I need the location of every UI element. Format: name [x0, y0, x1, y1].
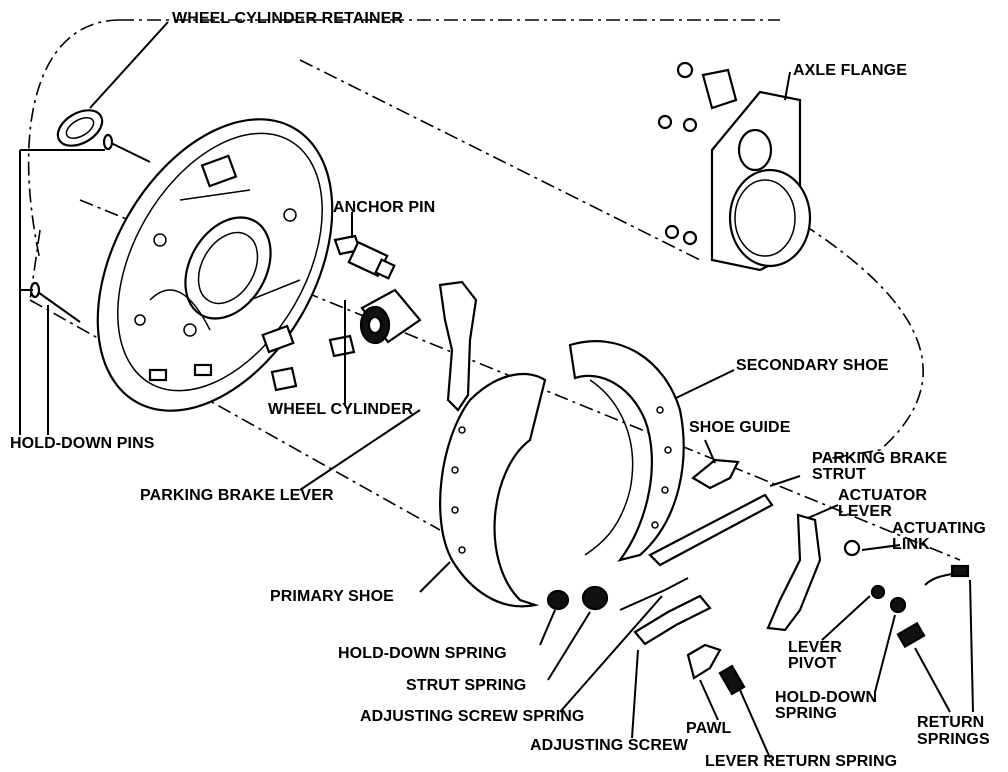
parking-brake-strut-part: [648, 493, 774, 567]
envelope-lower-line: [29, 299, 441, 531]
backing-plate-part: [96, 118, 334, 412]
label-lever-pivot-line2: PIVOT: [788, 655, 837, 672]
actuating-link-part: [843, 539, 861, 557]
label-lever-return-spring: LEVER RETURN SPRING: [705, 753, 898, 770]
label-wheel-cylinder: WHEEL CYLINDER: [268, 401, 414, 418]
hold-down-pins-part: [29, 133, 151, 323]
parking-brake-lever-part: [438, 280, 478, 412]
label-shoe-guide: SHOE GUIDE: [689, 419, 791, 436]
anchor-pin-part: [333, 234, 396, 280]
label-pawl: PAWL: [686, 720, 732, 737]
bolt-part-2: [270, 366, 298, 392]
strut-spring-part: [581, 585, 609, 611]
primary-shoe-part: [439, 372, 547, 608]
bolt-part: [328, 334, 356, 358]
label-hold-down-spring-right-line2: SPRING: [775, 705, 837, 722]
hold-down-spring-left-part: [546, 589, 570, 611]
label-actuating-link-line2: LINK: [892, 536, 930, 553]
adjusting-screw-part: [633, 594, 712, 646]
axle-flange-part: [657, 61, 812, 272]
hold-down-spring-right-part: [889, 596, 907, 614]
adjusting-screw-spring-part: [619, 577, 689, 611]
envelope-right-curve: [779, 209, 924, 461]
label-parking-brake-strut-line1: PARKING BRAKE: [812, 450, 948, 467]
label-axle-flange: AXLE FLANGE: [793, 62, 907, 79]
label-lever-pivot-line1: LEVER: [788, 639, 842, 656]
label-actuator-lever-line1: ACTUATOR: [838, 487, 928, 504]
pawl-part: [686, 643, 722, 680]
envelope-top-right: [299, 59, 701, 261]
label-actuating-link-line1: ACTUATING: [892, 520, 986, 537]
label-return-springs-line2: SPRINGS: [917, 731, 990, 748]
leader-lines: [19, 21, 974, 759]
label-hold-down-pins: HOLD-DOWN PINS: [10, 435, 155, 452]
lever-return-spring-part: [718, 664, 746, 696]
wheel-cylinder-retainer-part: [56, 109, 104, 147]
secondary-shoe-part: [568, 340, 685, 562]
label-hold-down-spring-right-line1: HOLD-DOWN: [775, 689, 878, 706]
label-adjusting-screw-spring: ADJUSTING SCREW SPRING: [360, 708, 585, 725]
label-actuator-lever-line2: LEVER: [838, 503, 892, 520]
label-parking-brake-strut-line2: STRUT: [812, 466, 866, 483]
label-wheel-cylinder-retainer: WHEEL CYLINDER RETAINER: [172, 10, 404, 27]
label-adjusting-screw: ADJUSTING SCREW: [530, 737, 688, 754]
lever-pivot-part: [870, 584, 886, 600]
label-return-springs-line1: RETURN: [917, 714, 985, 731]
label-strut-spring: STRUT SPRING: [406, 677, 527, 694]
label-primary-shoe: PRIMARY SHOE: [270, 588, 394, 605]
label-parking-brake-lever: PARKING BRAKE LEVER: [140, 487, 334, 504]
label-hold-down-spring-left: HOLD-DOWN SPRING: [338, 645, 507, 662]
label-secondary-shoe: SECONDARY SHOE: [736, 357, 889, 374]
wheel-cylinder-part: [359, 288, 422, 345]
actuator-lever-part: [766, 513, 822, 632]
envelope-axis-line: [79, 199, 961, 561]
label-anchor-pin: ANCHOR PIN: [333, 199, 436, 216]
shoe-guide-part: [691, 458, 740, 490]
return-springs-part: [896, 564, 970, 649]
